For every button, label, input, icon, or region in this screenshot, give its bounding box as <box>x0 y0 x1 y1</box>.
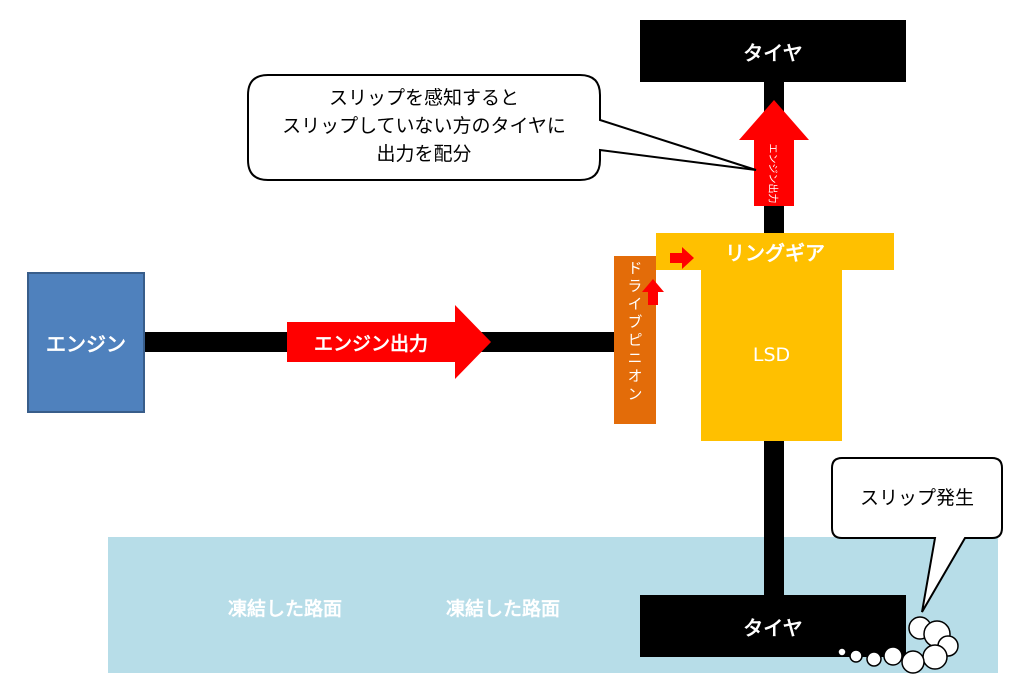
lsd-callout-line-2: スリップしていない方のタイヤに <box>282 115 566 137</box>
ring-gear-label: リングギア <box>725 241 825 265</box>
ring-gear-small-arrow-icon <box>670 247 694 269</box>
top-output-arrow-label: エンジン出力 <box>766 143 778 203</box>
lsd-callout-line-1: スリップを感知すると <box>328 87 519 109</box>
slip-callout-bubble <box>831 457 1003 613</box>
engine-output-arrow-label: エンジン出力 <box>313 333 428 355</box>
engine-block: エンジン <box>27 272 145 413</box>
tire-bottom-label: タイヤ <box>743 615 803 640</box>
lsd-callout-bubble <box>247 74 757 181</box>
frozen-road-label-1: 凍結した路面 <box>228 598 343 620</box>
pinion-small-arrow-icon <box>642 279 664 305</box>
lsd-label: LSD <box>752 343 791 366</box>
ring-gear-block: リングギア <box>656 233 894 270</box>
top-output-arrow-label-wrap: エンジン出力 <box>754 140 794 206</box>
slip-callout-text: スリップ発生 <box>859 487 974 509</box>
top-output-arrow <box>739 100 809 206</box>
tire-top: タイヤ <box>640 20 906 82</box>
engine-label: エンジン <box>46 332 126 356</box>
slip-cloud-icon <box>837 616 959 674</box>
drive-pinion-label: ドライブピニオン <box>625 260 644 404</box>
lower-axle-shaft <box>764 440 784 600</box>
lsd-callout-text: スリップを感知すると スリップしていない方のタイヤに 出力を配分 <box>248 84 600 168</box>
tire-top-label: タイヤ <box>743 40 803 65</box>
frozen-road-label-2: 凍結した路面 <box>446 598 561 620</box>
tire-bottom: タイヤ <box>640 595 906 657</box>
engine-output-arrow <box>287 305 491 379</box>
lsd-block: LSD <box>701 268 842 441</box>
lsd-callout-line-3: 出力を配分 <box>376 143 472 165</box>
